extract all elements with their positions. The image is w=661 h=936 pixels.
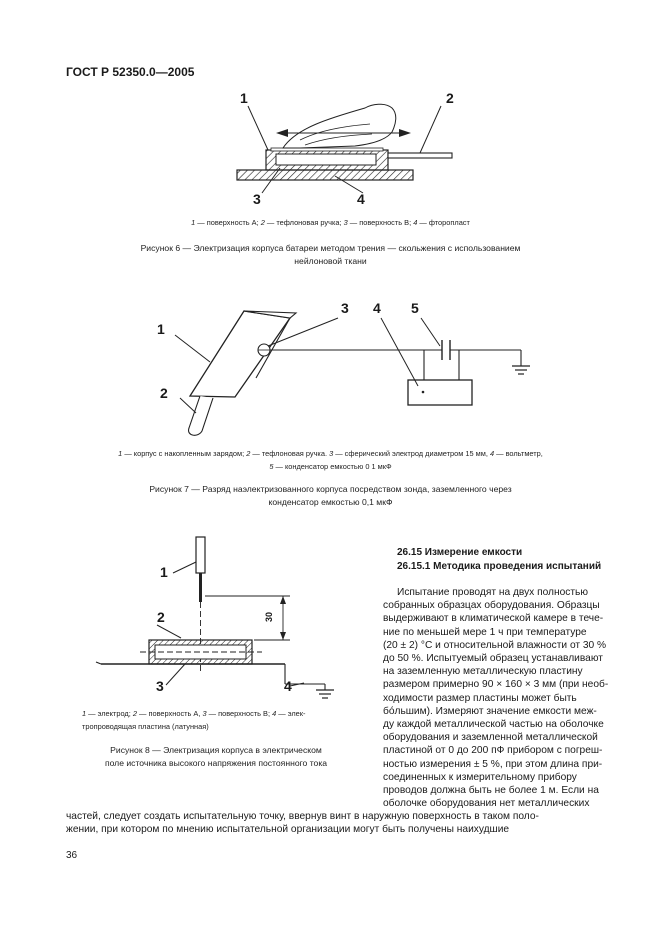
body-full-width: частей, следует создать испытательную то… bbox=[66, 810, 615, 836]
subsection-title: 26.15.1 Методика проведения испытаний bbox=[397, 561, 602, 572]
text-line: бо́льшим). Измеряют значение емкости меж… bbox=[383, 705, 597, 717]
text-line: ние по меньшей мере 1 ч при температуре bbox=[383, 626, 587, 638]
text-line: оболочке оборудования нет металлических bbox=[383, 798, 590, 810]
figure-7-label-1: 1 bbox=[157, 321, 165, 337]
text-line: оборудования и заземленной металлической bbox=[383, 732, 598, 744]
text-line: Испытание проводят на двух полностью bbox=[397, 587, 589, 598]
figure-8: 1 2 3 4 30 bbox=[95, 536, 334, 699]
text-line: ду каждой металлической частью на оболоч… bbox=[383, 719, 604, 731]
figure-7-legend: 1 — корпус с накопленным зарядом; 2 — те… bbox=[118, 449, 543, 471]
figure-8-caption: Рисунок 8 — Электризация корпуса в элект… bbox=[104, 745, 328, 768]
figure-8-label-3: 3 bbox=[156, 678, 164, 694]
figure-8-drawing bbox=[95, 536, 334, 699]
text-line: проводов должна быть не более 1 м. Если … bbox=[383, 785, 599, 797]
text-line: до 50 %. Испытуемый образец устанавливаю… bbox=[383, 653, 603, 665]
text-line: выдерживают в климатической камере в теч… bbox=[383, 613, 604, 625]
figure-6-label-4: 4 bbox=[357, 191, 365, 207]
text-line: собранных образцах оборудования. Образцы bbox=[383, 600, 600, 612]
figure-8-dimension: 30 bbox=[264, 611, 275, 623]
figure-7-label-2: 2 bbox=[160, 385, 168, 401]
figure-7-drawing bbox=[174, 310, 530, 436]
text-line: ностью измерения ± 5 %, при этом длина п… bbox=[383, 758, 603, 770]
text-line: (20 ± 2) °С и относительной влажности от… bbox=[383, 639, 607, 651]
figure-7: 1 2 3 4 5 bbox=[0, 0, 661, 445]
text-line: ходимости размер пластины может быть bbox=[383, 692, 577, 704]
section-title: 26.15 Измерение емкости bbox=[397, 547, 523, 558]
figure-7-caption: Рисунок 7 — Разряд наэлектризованного ко… bbox=[149, 484, 512, 507]
text-line: жении, при котором по мнению испытательн… bbox=[66, 824, 510, 836]
figure-6-label-1: 1 bbox=[240, 90, 248, 106]
figure-6-label-3: 3 bbox=[253, 191, 261, 207]
figure-8-label-4: 4 bbox=[284, 678, 292, 694]
body-column: Испытание проводят на двух полностью соб… bbox=[383, 586, 615, 810]
page-number: 36 bbox=[66, 850, 78, 861]
figure-8-label-2: 2 bbox=[157, 609, 165, 625]
figure-7-label-3: 3 bbox=[341, 300, 349, 316]
text-line: частей, следует создать испытательную то… bbox=[66, 811, 539, 822]
figure-8-label-1: 1 bbox=[160, 564, 168, 580]
text-line: пластиной от 0 до 200 пФ прибором с погр… bbox=[383, 745, 603, 757]
text-line: на заземленную металлическую пластину bbox=[383, 666, 583, 678]
document-id: ГОСТ Р 52350.0—2005 bbox=[66, 65, 195, 79]
figure-6-drawing bbox=[236, 103, 453, 194]
text-line: соединенных к измерительному прибору bbox=[383, 771, 577, 783]
figure-6-legend: 1 — поверхность А; 2 — тефлоновая ручка;… bbox=[191, 218, 470, 227]
figure-6-caption: Рисунок 6 — Электризация корпуса батареи… bbox=[140, 243, 521, 266]
figure-6-label-2: 2 bbox=[446, 90, 454, 106]
figure-7-label-4: 4 bbox=[373, 300, 381, 316]
figure-6: 1 2 3 4 bbox=[0, 0, 661, 265]
text-line: размером примерно 90 × 160 × 3 мм (при н… bbox=[383, 679, 609, 691]
figure-7-label-5: 5 bbox=[411, 300, 419, 316]
figure-8-legend: 1 — электрод; 2 — поверхность А, 3 — пов… bbox=[82, 709, 306, 731]
